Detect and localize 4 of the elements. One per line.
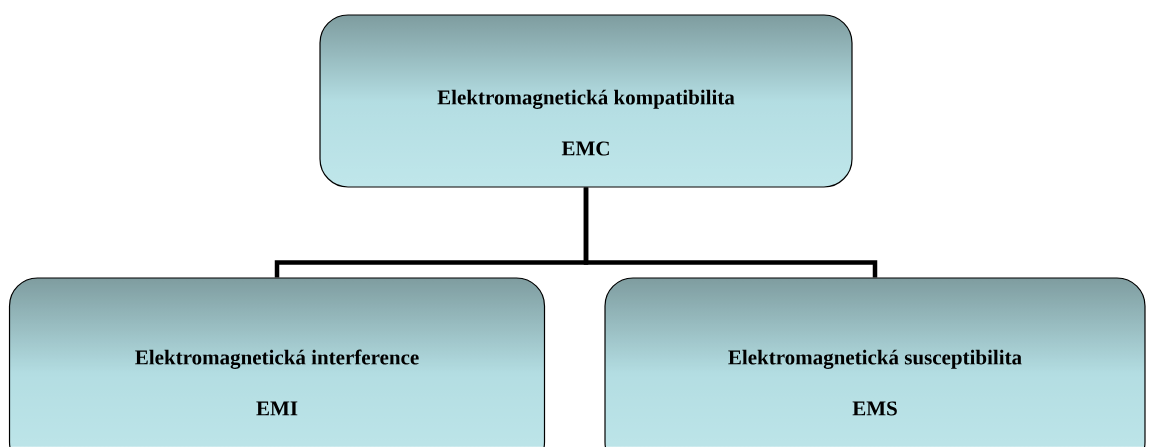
process-box: Elektromagnetická kompatibilita EMC	[319, 14, 853, 188]
process-box: Elektromagnetická interference EMI	[8, 277, 546, 447]
connector-line	[583, 187, 878, 278]
process-box: Elektromagnetická susceptibilita EMS	[604, 277, 1146, 447]
